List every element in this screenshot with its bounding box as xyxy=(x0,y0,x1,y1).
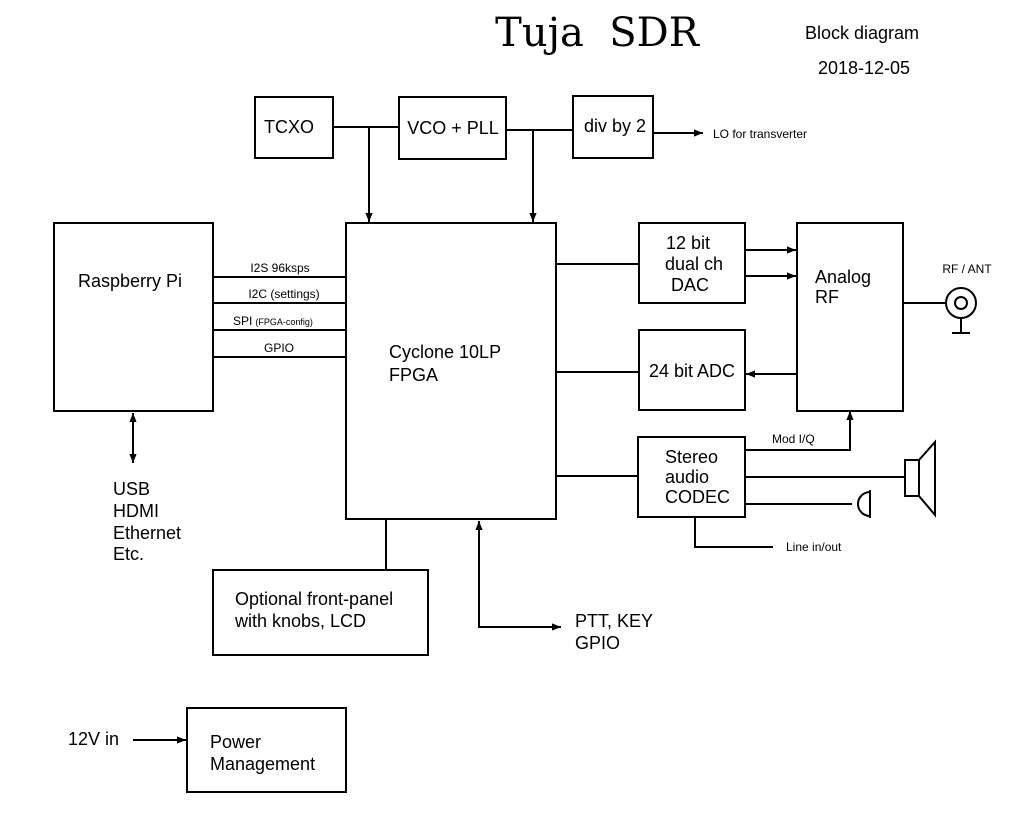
ptt-key-label: PTT, KEY xyxy=(575,611,653,631)
pi-io-ethernet-label: Ethernet xyxy=(113,523,181,543)
speaker-icon xyxy=(904,439,936,518)
dac-label-line1: 12 bit xyxy=(666,233,710,253)
raspberry-pi-block xyxy=(53,222,214,412)
diagram-subtitle: Block diagram xyxy=(805,23,919,43)
diagram-title: Tuja SDR xyxy=(495,10,701,56)
codec-label-line2: audio xyxy=(665,467,709,487)
vco-pll-label: VCO + PLL xyxy=(407,118,499,138)
vco-pll-block xyxy=(398,96,507,160)
adc-label: 24 bit ADC xyxy=(649,361,735,381)
front-panel-block xyxy=(212,569,429,656)
power-in-label: 12V in xyxy=(68,729,119,749)
front-panel-label-line1: Optional front-panel xyxy=(235,589,393,609)
fpga-label-line1: Cyclone 10LP xyxy=(389,342,501,362)
lo-transverter-label: LO for transverter xyxy=(713,127,807,141)
power-label-line2: Management xyxy=(210,754,315,774)
front-panel-label-line2: with knobs, LCD xyxy=(234,611,366,631)
dac-label-line2: dual ch xyxy=(665,254,723,274)
line-in-out-label: Line in/out xyxy=(786,540,842,554)
codec-label-line3: CODEC xyxy=(665,487,730,507)
mod-iq-arrow xyxy=(745,411,854,451)
dac-label-line3: DAC xyxy=(671,275,709,295)
antenna-connector-icon xyxy=(945,287,977,334)
power-management-block xyxy=(186,707,347,793)
i2c-label: I2C (settings) xyxy=(248,287,319,301)
div-by-2-label: div by 2 xyxy=(584,116,646,136)
rf-ant-label: RF / ANT xyxy=(942,262,992,276)
spi-label-detail: (FPGA-config) xyxy=(255,317,313,327)
power-label-line1: Power xyxy=(210,732,261,752)
line-in-out-line xyxy=(694,517,773,548)
audio-jack-icon xyxy=(857,490,871,518)
raspberry-pi-label: Raspberry Pi xyxy=(78,271,182,291)
tcxo-block xyxy=(254,96,334,159)
ptt-key-gpio-arrow xyxy=(475,521,561,631)
fpga-block xyxy=(345,222,557,520)
adc-block xyxy=(638,329,746,411)
analog-rf-label-line2: RF xyxy=(815,287,839,307)
gpio-ext-label: GPIO xyxy=(575,633,620,653)
analog-rf-label-line1: Analog xyxy=(815,267,871,287)
pi-io-etc-label: Etc. xyxy=(113,544,144,564)
pi-io-hdmi-label: HDMI xyxy=(113,501,159,521)
div-by-2-block xyxy=(572,95,654,159)
diagram-date: 2018-12-05 xyxy=(818,58,910,78)
mod-iq-label: Mod I/Q xyxy=(772,432,815,446)
spi-label-main: SPI xyxy=(233,314,252,328)
gpio-label: GPIO xyxy=(264,341,294,355)
pi-io-usb-label: USB xyxy=(113,479,150,499)
codec-label-line1: Stereo xyxy=(665,447,718,467)
tcxo-label: TCXO xyxy=(264,117,314,137)
dac-block xyxy=(638,222,746,304)
i2s-label: I2S 96ksps xyxy=(250,261,309,275)
fpga-label-line2: FPGA xyxy=(389,365,438,385)
analog-rf-block xyxy=(796,222,904,412)
spi-label: SPI(FPGA-config) xyxy=(233,314,313,328)
